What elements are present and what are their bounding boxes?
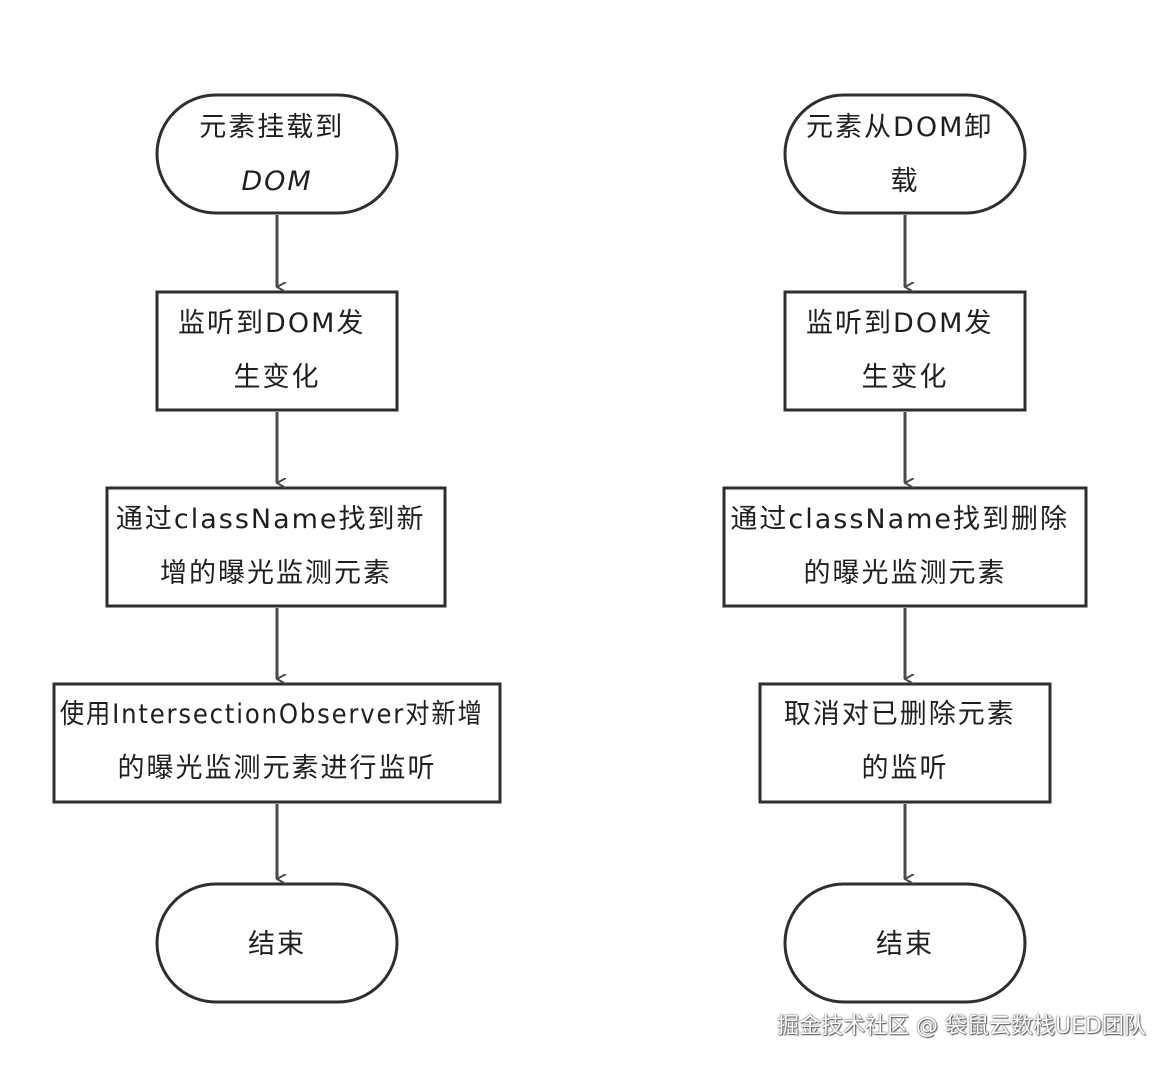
node-text-line: 监听到DOM发 <box>806 308 993 339</box>
svg-text:结束: 结束 <box>876 929 934 960</box>
node-text-line: 载 <box>891 166 920 197</box>
flow-unmount: 元素从DOM卸 载 监听到DOM发 生变化 通过className找到删除 的曝… <box>722 93 1088 1004</box>
watermark: 掘金技术社区 @ 袋鼠云数栈UED团队 <box>777 1014 1146 1039</box>
node-find-new-elements: 通过className找到新 增的曝光监测元素 <box>105 486 447 608</box>
node-text-line: 通过className找到新 <box>116 504 426 535</box>
svg-text:结束: 结束 <box>248 929 306 960</box>
svg-text:监听到DOM发 生变化: 监听到DOM发 生变化 <box>806 308 1004 393</box>
node-start-mount: 元素挂载到 DOM <box>155 93 399 215</box>
node-text-line: 结束 <box>248 929 306 960</box>
node-text-line: 结束 <box>876 929 934 960</box>
node-text-line: DOM <box>241 166 312 197</box>
node-end-right: 结束 <box>783 882 1027 1004</box>
node-text-line: 的曝光监测元素 <box>804 558 1007 589</box>
node-text-line: 取消对已删除元素 <box>784 699 1016 730</box>
node-text-line: 元素挂载到 <box>199 112 344 143</box>
svg-text:监听到DOM发 生变化: 监听到DOM发 生变化 <box>178 308 376 393</box>
node-text-line: 增的曝光监测元素 <box>160 558 392 589</box>
node-start-unmount: 元素从DOM卸 载 <box>783 93 1027 215</box>
node-observe-new-elements: 使用IntersectionObserver对新增 的曝光监测元素进行监听 <box>52 682 502 804</box>
svg-text:使用IntersectionObserver对新增: 使用IntersectionObserver对新增 的曝光监测元素进行监听 <box>60 699 495 784</box>
svg-text:通过className找到删除 的曝光监测元: 通过className找到删除 的曝光监测元素 <box>730 504 1079 589</box>
node-dom-change-right: 监听到DOM发 生变化 <box>783 290 1027 412</box>
node-end-left: 结束 <box>155 882 399 1004</box>
node-text-line: 通过className找到删除 <box>730 504 1069 535</box>
svg-text:元素从DOM卸 载: 元素从DOM卸 载 <box>806 112 1004 197</box>
flow-mount: 元素挂载到 DOM 监听到DOM发 生变化 通过className找到新 增的曝… <box>52 93 502 1004</box>
node-find-removed-elements: 通过className找到删除 的曝光监测元素 <box>722 486 1088 608</box>
node-text-line: 生变化 <box>234 362 321 393</box>
node-text-line: 的曝光监测元素进行监听 <box>118 753 437 784</box>
node-unobserve-removed-elements: 取消对已删除元素 的监听 <box>758 682 1052 804</box>
node-text-line: 元素从DOM卸 <box>806 112 993 143</box>
svg-text:取消对已删除元素 的监听: 取消对已删除元素 的监听 <box>784 699 1027 784</box>
svg-text:通过className找到新 增的曝光监测元: 通过className找到新 增的曝光监测元素 <box>116 504 436 589</box>
node-text-line: 监听到DOM发 <box>178 308 365 339</box>
svg-text:元素挂载到 DOM: 元素挂载到 DOM <box>199 112 355 197</box>
node-text-line: 的监听 <box>862 753 949 784</box>
node-text-line: 生变化 <box>862 362 949 393</box>
node-text-line: 使用IntersectionObserver对新增 <box>60 699 484 730</box>
node-dom-change-left: 监听到DOM发 生变化 <box>155 290 399 412</box>
